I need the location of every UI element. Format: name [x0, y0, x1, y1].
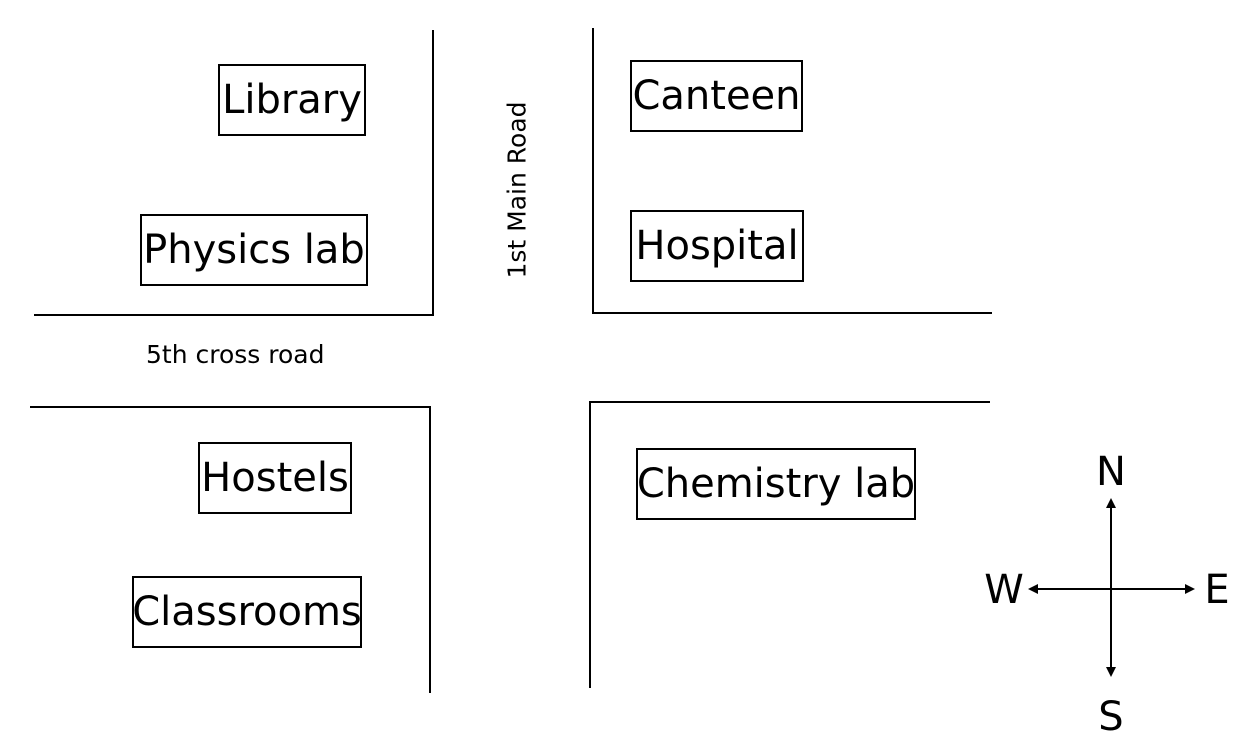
chemistry-lab-box: Chemistry lab	[636, 448, 916, 520]
compass-east-label: E	[1204, 567, 1230, 613]
cross-road-label: 5th cross road	[146, 340, 325, 369]
compass-north-label: N	[1096, 449, 1126, 495]
hostels-box: Hostels	[198, 442, 352, 514]
physics-lab-box: Physics lab	[140, 214, 368, 286]
main-road-label: 1st Main Road	[502, 101, 532, 279]
canteen-box: Canteen	[630, 60, 803, 132]
compass-west-label: W	[984, 567, 1024, 613]
library-box: Library	[218, 64, 366, 136]
classrooms-box: Classrooms	[132, 576, 362, 648]
compass-south-label: S	[1098, 694, 1124, 740]
hospital-box: Hospital	[630, 210, 804, 282]
